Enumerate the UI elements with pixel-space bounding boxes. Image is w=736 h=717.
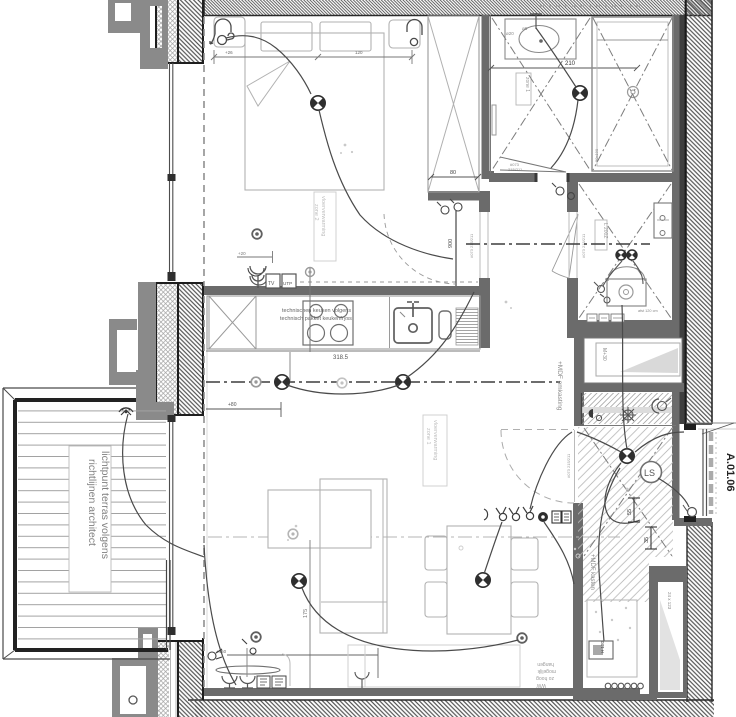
svg-text:L 200Z: L 200Z <box>602 223 608 238</box>
svg-text:M+30: M+30 <box>601 348 607 361</box>
svg-text:technischen keuken volgens: technischen keuken volgens <box>282 308 351 314</box>
svg-text:zone 1: zone 1 <box>524 77 530 92</box>
svg-text:WW: WW <box>536 682 546 688</box>
svg-text:A.01.06: A.01.06 <box>724 453 736 492</box>
svg-text:afst 120 cm: afst 120 cm <box>638 309 658 313</box>
svg-text:#073 215/211: #073 215/211 <box>469 233 474 258</box>
svg-text:35: 35 <box>644 537 650 543</box>
svg-text:24 x 123: 24 x 123 <box>667 592 672 610</box>
svg-text:TV: TV <box>268 281 275 287</box>
svg-text:mogelijk: mogelijk <box>537 668 556 674</box>
svg-text:55: 55 <box>627 509 633 515</box>
svg-text:LS: LS <box>644 468 655 478</box>
svg-text:215/211: 215/211 <box>508 167 523 172</box>
svg-text:+26: +26 <box>225 50 233 55</box>
svg-text:vloerverwarming: vloerverwarming <box>432 420 438 460</box>
svg-text:#073 215/211: #073 215/211 <box>566 453 571 478</box>
svg-text:210: 210 <box>565 61 576 67</box>
svg-text:H 120: H 120 <box>600 640 605 653</box>
svg-text:zone 1: zone 1 <box>425 428 431 445</box>
svg-text:900: 900 <box>448 239 454 248</box>
svg-text:ø20: ø20 <box>506 31 514 36</box>
svg-text:ø6: ø6 <box>522 26 528 31</box>
svg-text:90x190: 90x190 <box>594 148 599 162</box>
svg-text:318.5: 318.5 <box>333 355 349 361</box>
svg-text:richtlijnen architect: richtlijnen architect <box>86 459 98 546</box>
svg-text:+MDF kasten: +MDF kasten <box>589 554 595 590</box>
svg-text:vloerverwarming: vloerverwarming <box>320 196 326 236</box>
svg-text:#073: #073 <box>510 162 520 167</box>
svg-text:zo hoog: zo hoog <box>536 675 554 681</box>
svg-text:zone 2: zone 2 <box>313 204 319 221</box>
svg-text:120: 120 <box>355 50 363 55</box>
svg-text:technisch pakket keukenfryss: technisch pakket keukenfryss <box>280 316 352 322</box>
svg-text:lichtpunt terras volgens: lichtpunt terras volgens <box>99 451 111 559</box>
svg-text:80: 80 <box>450 170 456 176</box>
svg-text:+80: +80 <box>228 402 237 408</box>
svg-text:175: 175 <box>303 609 309 618</box>
svg-text:hangen: hangen <box>537 661 554 667</box>
svg-text:UTP: UTP <box>283 281 292 286</box>
svg-text:#073 215/211: #073 215/211 <box>581 233 586 258</box>
svg-text:+MDF omkasting: +MDF omkasting <box>556 361 563 411</box>
svg-text:+20: +20 <box>238 251 246 256</box>
